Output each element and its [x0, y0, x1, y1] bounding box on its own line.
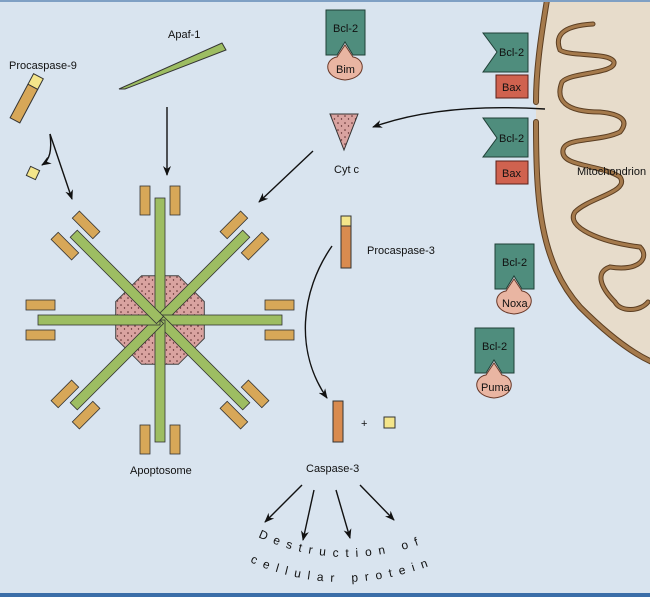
destruction-text-line2: cellular proteins [0, 2, 436, 585]
prodomain-fragment [25, 165, 41, 181]
activation-arrow [304, 245, 333, 399]
bcl2-bax-complex-lower: Bcl-2 Bax [482, 117, 529, 185]
apoptosome-arm [50, 210, 165, 325]
procaspase3-label: Procaspase-3 [367, 245, 435, 257]
bax-label: Bax [502, 82, 521, 94]
destruction-arrow-3 [335, 489, 352, 539]
procaspase-9: Procaspase-9 [9, 60, 77, 181]
bcl2-label: Bcl-2 [333, 23, 358, 35]
bcl2-label: Bcl-2 [482, 341, 507, 353]
release-arrow [372, 106, 546, 128]
cytc-label: Cyt c [334, 164, 360, 176]
apoptosome-arm [139, 185, 181, 321]
bcl2-bim-complex: Bcl-2 Bim [325, 9, 366, 81]
plus-sign: + [361, 418, 367, 430]
bcl2-label: Bcl-2 [499, 47, 524, 59]
apaf1: Apaf-1 [118, 29, 227, 90]
bcl2-label: Bcl-2 [502, 257, 527, 269]
cytochrome-c: Cyt c [329, 113, 360, 176]
noxa-label: Noxa [502, 298, 529, 310]
procaspase9-label: Procaspase-9 [9, 60, 77, 72]
prodomain-fragment [383, 416, 396, 429]
cytc-to-apoptosome-arrow [258, 150, 314, 203]
destruction-arrow-2 [301, 489, 315, 541]
apoptosome-arm [50, 315, 165, 430]
mitochondrion: Mitochondrion [533, 2, 650, 365]
apoptosome-label: Apoptosome [130, 465, 192, 477]
bcl2-label: Bcl-2 [499, 133, 524, 145]
procaspase9-arrow [49, 133, 73, 200]
apoptosome-arm [155, 210, 270, 325]
puma-label: Puma [481, 382, 511, 394]
mitochondrion-label: Mitochondrion [577, 166, 646, 178]
destruction-arrow-1 [264, 484, 303, 523]
apoptosome [25, 185, 295, 455]
bax-label: Bax [502, 168, 521, 180]
caspase-3: + Caspase-3 [306, 400, 396, 475]
destruction-text-line1: Destruction of [257, 527, 427, 560]
apoptosome-arm [139, 319, 181, 455]
apaf1-label: Apaf-1 [168, 29, 200, 41]
procaspase-3: Procaspase-3 [340, 215, 435, 269]
caspase3-label: Caspase-3 [306, 463, 359, 475]
bim-label: Bim [336, 64, 355, 76]
bcl2-noxa-complex: Bcl-2 Noxa [494, 243, 535, 315]
procaspase9-cleavage-arrow [41, 133, 52, 166]
destruction-arrow-4 [359, 484, 395, 521]
bottom-border [0, 593, 650, 597]
bcl2-bax-complex-upper: Bcl-2 Bax [482, 32, 529, 99]
bcl2-puma-complex: Bcl-2 Puma [474, 327, 515, 399]
